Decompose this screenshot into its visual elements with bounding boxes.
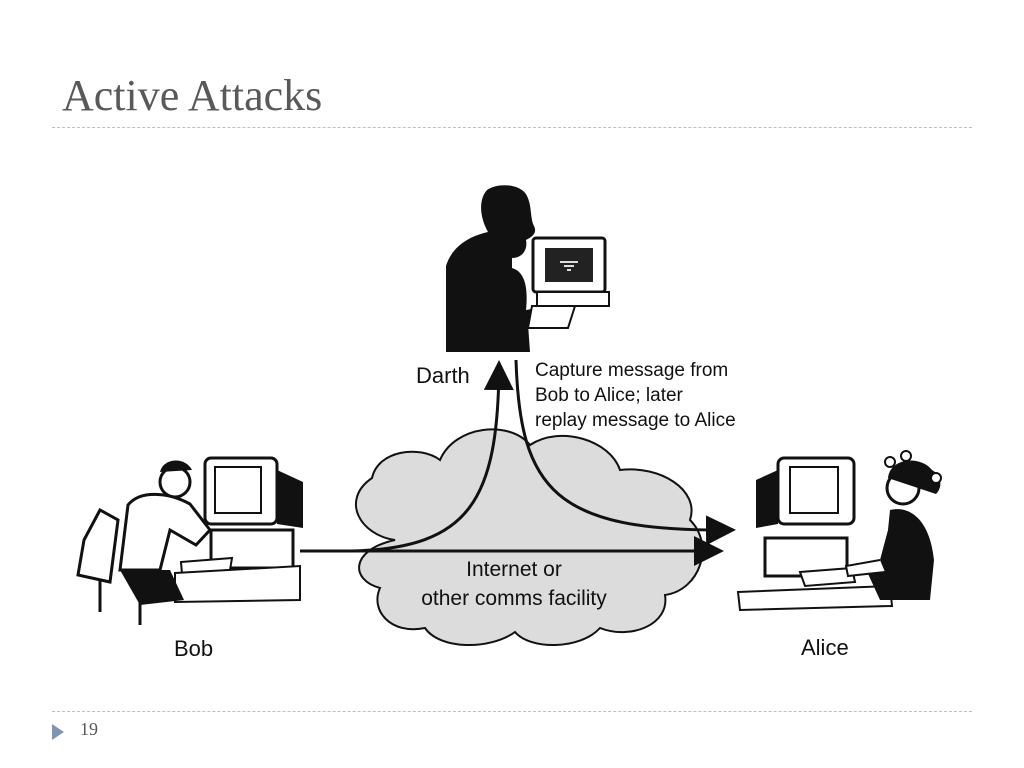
receiver-label: Alice — [801, 635, 849, 660]
network-label-line-1: Internet or — [466, 558, 562, 581]
bob-figure — [76, 456, 303, 625]
annotation-line-2: Bob to Alice; later — [535, 385, 684, 406]
page-number: 19 — [80, 719, 98, 739]
annotation-line-3: replay message to Alice — [535, 410, 736, 431]
darth-figure — [446, 185, 610, 352]
title-divider — [52, 127, 972, 128]
triangle-bullet-icon — [52, 724, 64, 740]
network-label-line-2: other comms facility — [421, 587, 607, 610]
annotation-line-1: Capture message from — [535, 360, 728, 381]
alice-figure — [736, 450, 942, 612]
sender-label: Bob — [174, 636, 213, 661]
slide-title: Active Attacks — [62, 71, 323, 120]
network-cloud — [354, 428, 704, 647]
attacker-label: Darth — [416, 363, 470, 388]
capture-arrow — [351, 360, 514, 553]
active-attack-diagram: Darth Capture message from Bob to Alice;… — [0, 140, 1024, 710]
footer-divider — [52, 711, 972, 712]
replay-arrow — [514, 359, 736, 546]
